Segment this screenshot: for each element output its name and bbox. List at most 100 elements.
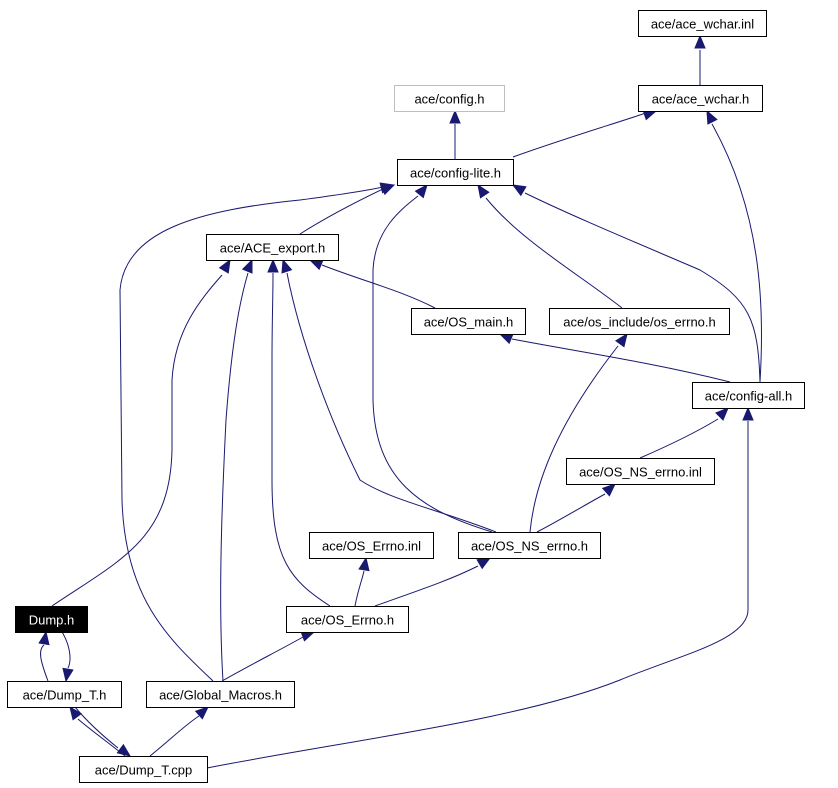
edge-os-errno-h-to-ace-export	[267, 258, 331, 607]
edge-dump-t-cpp-to-global-macros	[149, 706, 209, 757]
edge-os-ns-errno-inl-to-config-all-arrowhead	[715, 407, 729, 421]
edge-os-ns-errno-h-to-os-ns-errno-inl-arrowhead	[601, 483, 616, 497]
edge-os-errno-h-to-os-ns-errno-h-line	[374, 565, 479, 607]
edge-dump-h-to-dump-t-h-line	[61, 631, 71, 669]
node-ace-export[interactable]: ace/ACE_export.h	[206, 234, 339, 261]
node-config-lite[interactable]: ace/config-lite.h	[397, 159, 514, 186]
node-box	[206, 234, 339, 261]
node-label: ace/config-lite.h	[410, 166, 501, 181]
node-config-all[interactable]: ace/config-all.h	[692, 382, 805, 409]
node-label: ace/Dump_T.cpp	[95, 763, 193, 778]
edge-os-ns-errno-h-to-config-lite-line	[372, 195, 493, 533]
node-box	[79, 756, 208, 783]
node-box	[566, 458, 715, 485]
node-label: ace/config.h	[414, 92, 484, 107]
node-label: ace/config-all.h	[705, 389, 792, 404]
edge-os-ns-errno-inl-to-config-all	[639, 407, 729, 459]
node-label: ace/os_include/os_errno.h	[563, 315, 716, 330]
edge-global-macros-to-os-errno-h-line	[221, 636, 304, 682]
node-label: ace/Dump_T.h	[23, 688, 107, 703]
edge-global-macros-to-config-lite-arrowhead	[379, 182, 395, 194]
node-os-errno-inl[interactable]: ace/OS_Errno.inl	[309, 532, 434, 559]
edge-dump-t-cpp-to-config-all-arrowhead	[742, 406, 754, 421]
edge-os-errno-h-to-os-ns-errno-h-arrowhead	[476, 557, 492, 570]
edge-os-include-errno-to-config-lite	[477, 183, 623, 309]
edge-global-macros-to-config-lite-line	[119, 186, 384, 682]
edge-os-ns-errno-inl-to-config-all-line	[639, 418, 719, 459]
node-box	[146, 681, 295, 708]
edge-dump-h-to-dump-t-h	[61, 631, 74, 683]
edge-config-lite-to-ace-wchar-h-line	[512, 112, 647, 158]
edge-os-ns-errno-h-to-config-lite	[372, 183, 493, 533]
node-os-ns-errno-h[interactable]: ace/OS_NS_errno.h	[458, 532, 601, 559]
edge-dump-t-h-to-dump-t-cpp-arrowhead	[116, 743, 132, 757]
edge-dump-t-cpp-to-config-all	[206, 406, 754, 769]
edge-config-all-to-config-lite	[511, 184, 761, 383]
edge-os-main-to-ace-export-line	[321, 264, 436, 309]
edge-os-ns-errno-h-to-config-lite-arrowhead	[414, 183, 428, 199]
edge-ace-wchar-h-to-ace-wchar-inl	[694, 34, 706, 85]
edge-global-macros-to-os-errno-h	[221, 630, 316, 682]
node-config-h[interactable]: ace/config.h	[394, 85, 505, 112]
edge-config-all-to-os-main-line	[511, 338, 731, 383]
edge-config-all-to-config-lite-line	[524, 192, 761, 383]
edge-os-errno-h-to-os-ns-errno-h	[374, 557, 492, 607]
node-box	[549, 308, 730, 335]
node-os-main[interactable]: ace/OS_main.h	[411, 308, 526, 335]
node-label: ace/OS_NS_errno.inl	[579, 465, 702, 480]
edge-os-include-errno-to-config-lite-arrowhead	[477, 183, 490, 199]
edges	[38, 34, 763, 769]
edge-os-ns-errno-h-to-os-include-errno-arrowhead	[614, 332, 628, 348]
edge-dump-t-cpp-to-dump-t-h	[69, 705, 126, 757]
node-label: ace/ACE_export.h	[220, 241, 326, 256]
edge-config-all-to-os-main-arrowhead	[498, 333, 514, 345]
node-box	[15, 606, 88, 633]
edge-os-errno-h-to-os-errno-inl-arrowhead	[358, 556, 370, 572]
edge-dump-t-cpp-to-global-macros-arrowhead	[194, 706, 209, 720]
edge-os-ns-errno-h-to-os-ns-errno-inl-line	[536, 493, 606, 533]
node-box	[286, 606, 409, 633]
edge-global-macros-to-ace-export-line	[220, 272, 249, 682]
edge-dump-t-h-to-dump-h-line	[40, 644, 49, 682]
edge-dump-t-cpp-to-global-macros-line	[149, 715, 200, 757]
edge-dump-t-h-to-dump-t-cpp	[74, 706, 132, 757]
node-dump-t-cpp[interactable]: ace/Dump_T.cpp	[79, 756, 208, 783]
edge-config-all-to-os-main	[498, 333, 731, 383]
node-ace-wchar-h[interactable]: ace/ace_wchar.h	[638, 85, 763, 112]
node-os-errno-h[interactable]: ace/OS_Errno.h	[286, 606, 409, 633]
node-box	[458, 532, 601, 559]
edge-config-all-to-ace-wchar-h-line	[711, 123, 763, 383]
node-global-macros[interactable]: ace/Global_Macros.h	[146, 681, 295, 708]
edge-ace-export-to-config-lite-line	[299, 188, 384, 235]
edge-config-all-to-config-lite-arrowhead	[511, 184, 527, 197]
edge-dump-t-cpp-to-dump-t-h-arrowhead	[69, 705, 83, 721]
node-label: ace/OS_Errno.inl	[322, 539, 421, 554]
node-box	[638, 10, 767, 37]
edge-config-lite-to-ace-wchar-h	[512, 109, 658, 158]
node-os-errno-inc[interactable]: ace/os_include/os_errno.h	[549, 308, 730, 335]
edge-dump-t-cpp-to-dump-t-h-line	[77, 718, 126, 757]
node-box	[7, 681, 122, 708]
node-label: ace/OS_Errno.h	[301, 613, 394, 628]
edge-dump-t-h-to-dump-h-arrowhead	[38, 630, 50, 646]
edge-os-errno-h-to-os-errno-inl-line	[354, 570, 365, 607]
edge-config-lite-to-config-h-arrowhead	[449, 109, 461, 124]
edge-os-ns-errno-h-to-ace-export-line	[286, 272, 497, 533]
edge-dump-t-h-to-dump-h	[38, 630, 50, 682]
edge-os-ns-errno-h-to-os-include-errno	[529, 332, 628, 533]
edge-dump-h-to-ace-export	[51, 258, 231, 607]
node-box	[394, 85, 505, 112]
node-label: ace/OS_NS_errno.h	[471, 539, 588, 554]
node-label: ace/ace_wchar.h	[652, 92, 750, 107]
node-ace-wchar-inl[interactable]: ace/ace_wchar.inl	[638, 10, 767, 37]
node-dump-t-h[interactable]: ace/Dump_T.h	[7, 681, 122, 708]
edge-config-all-to-ace-wchar-h	[706, 109, 763, 383]
edge-os-errno-h-to-os-errno-inl	[354, 556, 370, 607]
node-os-ns-errno-inl[interactable]: ace/OS_NS_errno.inl	[566, 458, 715, 485]
node-dump-h[interactable]: Dump.h	[15, 606, 88, 633]
node-box	[309, 532, 434, 559]
edge-os-ns-errno-h-to-os-include-errno-line	[529, 345, 619, 533]
node-label: ace/OS_main.h	[424, 315, 514, 330]
node-label: Dump.h	[29, 613, 75, 628]
